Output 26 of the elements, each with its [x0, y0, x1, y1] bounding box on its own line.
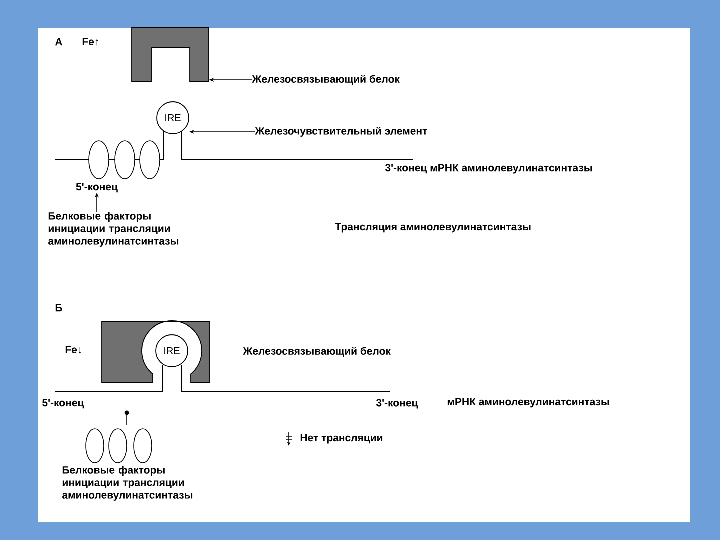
ire-loop: IRE — [156, 334, 188, 368]
factor-oval — [88, 140, 110, 180]
protein-shape — [102, 320, 210, 384]
status-text: Нет трансляции — [300, 434, 383, 444]
factor-text: Белковые факторы инициации трансляции аминолевулинатсинтазы — [48, 212, 179, 247]
factor-oval — [114, 140, 136, 180]
protein-shape — [132, 28, 210, 82]
callout-text: Железочувствительный элемент — [255, 127, 428, 137]
iron-level-text: Fe↑ — [82, 38, 98, 46]
mrna-label: 3'-конец мРНК аминолевулинатсинтазы — [385, 164, 592, 174]
end-label: 5'-конец — [76, 183, 118, 193]
mrna-label: мРНК аминолевулинатсинтазы — [448, 398, 610, 408]
end-label: 3'-конец — [376, 399, 418, 409]
ire-loop: IRE — [156, 102, 190, 134]
factor-oval — [108, 428, 128, 464]
factor-oval — [86, 428, 104, 464]
end-label: 5'-конец — [42, 399, 84, 409]
factor-oval — [140, 140, 160, 180]
translation-text: Трансляция аминолевулинатсинтазы — [335, 223, 531, 233]
panel-letter: А — [55, 38, 62, 46]
callout-text: Железосвязывающий белок — [252, 75, 400, 85]
protein-label: Железосвязывающий белок — [243, 347, 391, 357]
factor-text: Белковые факторы инициации трансляции аминолевулинатсинтазы — [62, 466, 193, 501]
panel-letter: Б — [56, 304, 62, 312]
factor-oval — [134, 428, 152, 464]
iron-level-text: Fe↓ — [66, 346, 82, 354]
